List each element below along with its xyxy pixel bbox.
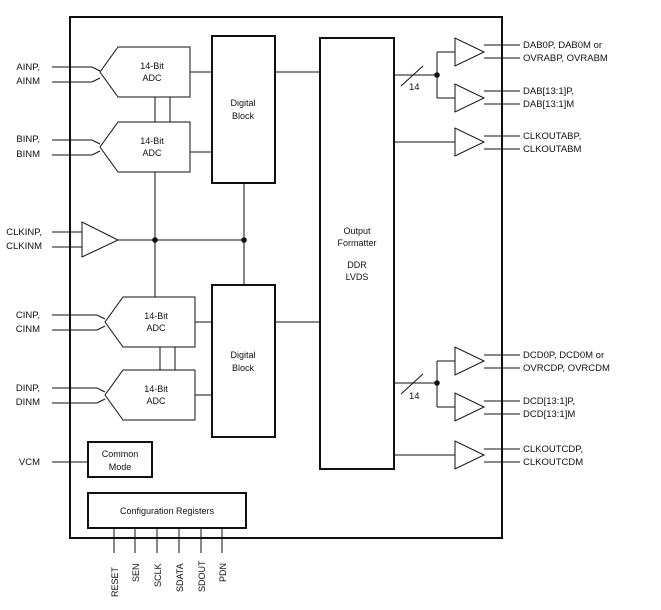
svg-text:Configuration Registers: Configuration Registers <box>120 506 215 516</box>
adc-links <box>154 97 176 370</box>
label-clkinp: CLKINP, <box>6 227 42 238</box>
label-dinm: DINM <box>16 397 40 408</box>
pin-sdata: SDATA <box>175 563 185 592</box>
output-labels: DAB0P, DAB0M or OVRABP, OVRABM DAB[13:1]… <box>523 40 610 468</box>
label-cinp: CINP, <box>16 310 40 321</box>
label-dcd0-1: DCD0P, DCD0M or <box>523 350 604 361</box>
control-pin-wires <box>113 528 223 553</box>
adc-a: 14-Bit ADC <box>99 46 191 98</box>
svg-text:ADC: ADC <box>142 148 162 158</box>
digital-block-top: Digital Block <box>211 35 276 184</box>
buffer-dab0 <box>454 37 486 67</box>
digital-block-bottom: Digital Block <box>211 284 276 438</box>
svg-text:DDR: DDR <box>347 260 367 270</box>
svg-text:14-Bit: 14-Bit <box>144 311 168 321</box>
svg-text:14-Bit: 14-Bit <box>144 384 168 394</box>
svg-text:Output: Output <box>343 226 371 236</box>
label-clkoutcd-2: CLKOUTCDM <box>523 457 583 468</box>
adc-d: 14-Bit ADC <box>104 369 196 421</box>
adc-b: 14-Bit ADC <box>99 121 191 173</box>
label-dab0-1: DAB0P, DAB0M or <box>523 40 602 51</box>
label-dcd0-2: OVRCDP, OVRCDM <box>523 363 610 374</box>
common-mode-block: Common Mode <box>87 441 153 478</box>
pin-sen: SEN <box>131 563 141 582</box>
svg-text:Block: Block <box>232 363 255 373</box>
pin-pdn: PDN <box>218 563 228 582</box>
clock-distribution <box>118 172 245 297</box>
label-dab-1: DAB[13:1]P, <box>523 86 574 97</box>
clock-node-2 <box>241 237 247 243</box>
svg-text:Mode: Mode <box>109 462 132 472</box>
bus-width-bottom: 14 <box>409 391 420 402</box>
label-binp: BINP, <box>16 134 40 145</box>
svg-text:Common: Common <box>102 449 139 459</box>
input-wires <box>52 66 106 463</box>
svg-text:Digital: Digital <box>230 98 255 108</box>
label-dinp: DINP, <box>16 383 40 394</box>
label-binm: BINM <box>16 149 40 160</box>
pin-reset: RESET <box>110 566 120 597</box>
svg-text:ADC: ADC <box>142 73 162 83</box>
svg-text:Digital: Digital <box>230 350 255 360</box>
buffer-clkoutcd <box>454 440 486 470</box>
bus-node-bottom <box>434 380 440 386</box>
label-clkinm: CLKINM <box>6 241 42 252</box>
chip-outline <box>69 16 503 539</box>
svg-text:14-Bit: 14-Bit <box>140 136 164 146</box>
label-clkoutcd-1: CLKOUTCDP, <box>523 444 583 455</box>
label-dcd-2: DCD[13:1]M <box>523 409 575 420</box>
pin-sclk: SCLK <box>153 563 163 587</box>
buffer-dcd <box>454 392 486 422</box>
svg-text:LVDS: LVDS <box>346 272 369 282</box>
control-pin-labels: RESET SEN SCLK SDATA SDOUT PDN <box>110 560 228 597</box>
label-dcd-1: DCD[13:1]P, <box>523 396 575 407</box>
svg-text:14-Bit: 14-Bit <box>140 61 164 71</box>
svg-text:ADC: ADC <box>146 396 166 406</box>
buffer-dab <box>454 83 486 113</box>
buffer-clkoutab <box>454 127 486 157</box>
label-clkoutab-2: CLKOUTABM <box>523 144 582 155</box>
clock-node-1 <box>152 237 158 243</box>
label-dab0-2: OVRABP, OVRABM <box>523 53 608 64</box>
input-labels: AINP, AINM BINP, BINM CLKINP, CLKINM CIN… <box>6 62 42 468</box>
bus-width-top: 14 <box>409 82 420 93</box>
pin-sdout: SDOUT <box>197 560 207 592</box>
config-registers-block: Configuration Registers <box>87 492 247 529</box>
label-dab-2: DAB[13:1]M <box>523 99 574 110</box>
svg-text:Formatter: Formatter <box>337 238 376 248</box>
output-formatter: Output Formatter DDR LVDS <box>319 37 395 470</box>
label-ainp: AINP, <box>16 62 40 73</box>
svg-text:Block: Block <box>232 111 255 121</box>
buffer-dcd0 <box>454 346 486 376</box>
label-vcm: VCM <box>19 457 40 468</box>
label-clkoutab-1: CLKOUTABP, <box>523 131 581 142</box>
clock-buffer <box>81 221 120 258</box>
label-ainm: AINM <box>16 76 40 87</box>
output-wires-top <box>394 44 520 150</box>
digital-to-formatter-wires <box>275 71 320 323</box>
adc-to-digital-wires <box>190 71 212 396</box>
adc-c: 14-Bit ADC <box>104 296 196 348</box>
bus-node-top <box>434 72 440 78</box>
svg-text:ADC: ADC <box>146 323 166 333</box>
label-cinm: CINM <box>16 324 40 335</box>
